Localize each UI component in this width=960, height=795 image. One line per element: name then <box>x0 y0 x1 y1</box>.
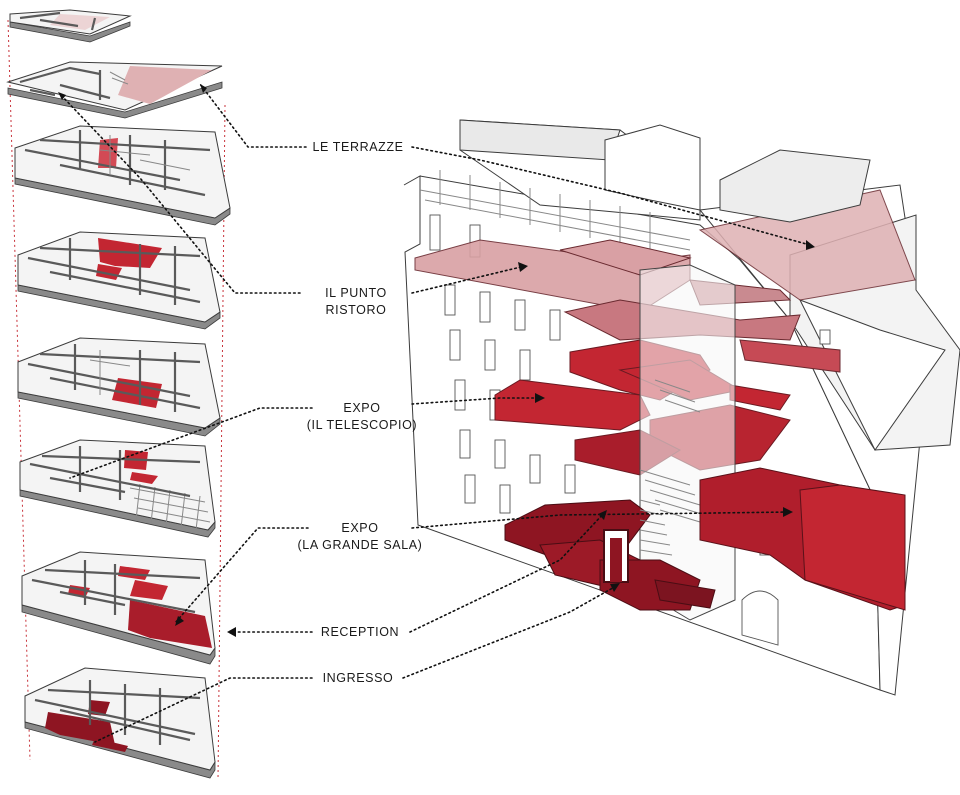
label-expo-grande-sala-line2: (LA GRANDE SALA) <box>298 538 423 552</box>
floor-plan-punto-ristoro <box>14 125 231 226</box>
label-expo-grande-sala-line1: EXPO <box>341 521 378 535</box>
label-expo-telescopio-line2: (IL TELESCOPIO) <box>307 418 417 432</box>
telescopio-grid <box>129 483 211 531</box>
floor-plan-terrace <box>6 61 223 119</box>
floor-plan-expo-telescopio <box>19 439 216 538</box>
label-le-terrazze: LE TERRAZZE <box>312 140 403 154</box>
leader-lines <box>58 83 815 743</box>
label-reception: RECEPTION <box>321 625 399 639</box>
building-3d <box>403 119 960 696</box>
punto-ristoro-highlight <box>98 138 118 168</box>
floor-plan-expo-upper-1 <box>17 231 221 330</box>
terrace-highlight <box>118 66 212 104</box>
floor-plan-roof <box>9 9 132 43</box>
label-expo-telescopio-line1: EXPO <box>343 401 380 415</box>
label-il-punto-ristoro-line2: RISTORO <box>326 303 387 317</box>
label-il-punto-ristoro-line1: IL PUNTO <box>325 286 387 300</box>
callout-labels: LE TERRAZZE IL PUNTO RISTORO EXPO (IL TE… <box>298 140 423 685</box>
floor-plan-ground <box>24 667 216 779</box>
label-ingresso: INGRESSO <box>323 671 394 685</box>
ground-arch-door <box>741 590 779 646</box>
ground-highlight <box>45 712 115 745</box>
floor-plan-expo-grande-sala <box>21 551 216 665</box>
grande-sala-highlight <box>128 600 212 648</box>
exploded-floor-plans <box>6 9 231 779</box>
expo-upper-2-highlight <box>112 378 162 408</box>
floor-plan-expo-upper-2 <box>17 337 221 437</box>
